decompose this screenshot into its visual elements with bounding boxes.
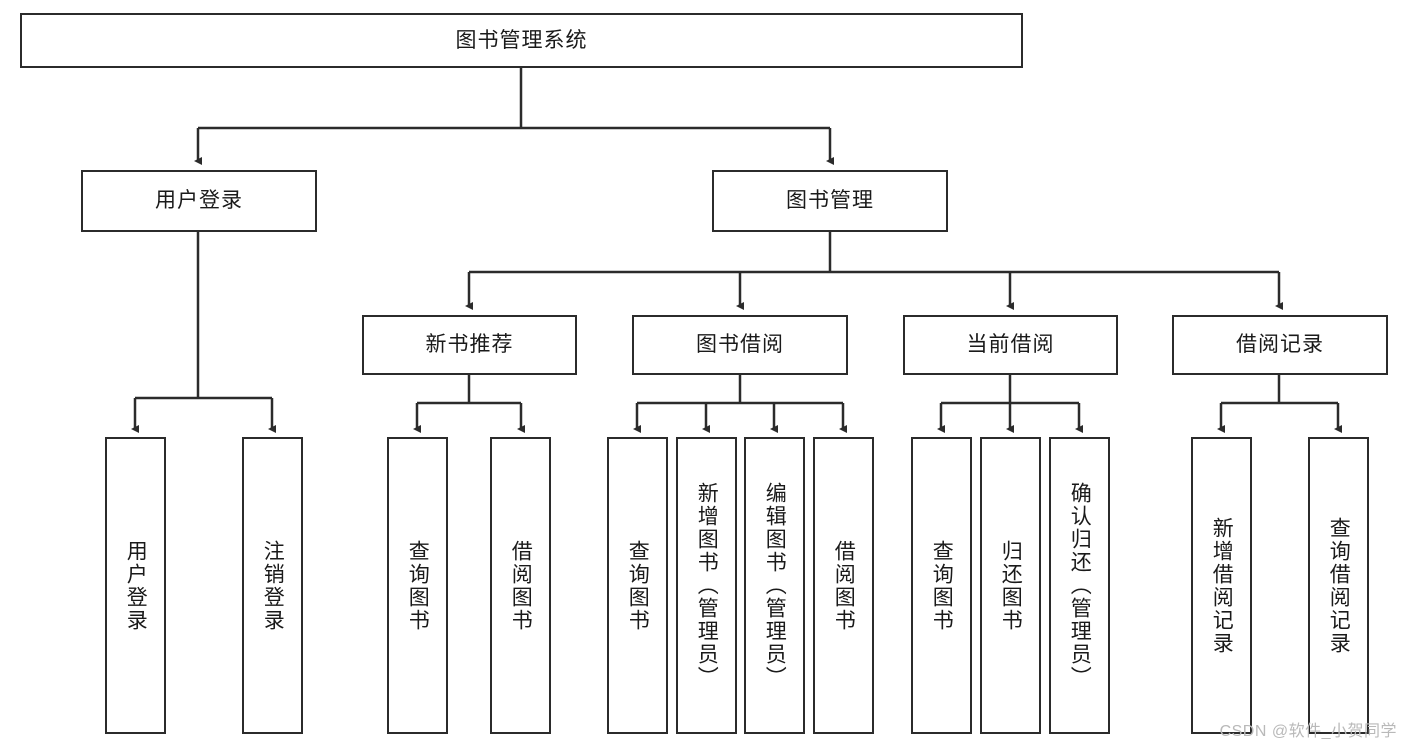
node-book-management-system[interactable]: 图书管理系统 bbox=[20, 13, 1023, 68]
node-leaf-add-record[interactable]: 新增借阅记录 bbox=[1191, 437, 1252, 734]
watermark: CSDN @软件_小贺同学 bbox=[1219, 723, 1397, 740]
node-leaf-query-book-2[interactable]: 查询图书 bbox=[607, 437, 668, 734]
node-leaf-borrow-book-1[interactable]: 借阅图书 bbox=[490, 437, 551, 734]
node-leaf-logout[interactable]: 注销登录 bbox=[242, 437, 303, 734]
node-label: 图书管理 bbox=[786, 189, 874, 213]
node-label: 借阅记录 bbox=[1236, 333, 1324, 357]
node-label: 借阅图书 bbox=[832, 539, 856, 632]
node-leaf-query-record[interactable]: 查询借阅记录 bbox=[1308, 437, 1369, 734]
node-current-borrow[interactable]: 当前借阅 bbox=[903, 315, 1118, 375]
node-label: 图书管理系统 bbox=[455, 28, 588, 52]
node-label: 查询图书 bbox=[626, 539, 650, 632]
node-label: 编辑图书（管理员） bbox=[763, 482, 787, 689]
node-label: 借阅图书 bbox=[509, 539, 533, 632]
node-book-manage[interactable]: 图书管理 bbox=[712, 170, 948, 232]
node-user-login[interactable]: 用户登录 bbox=[81, 170, 317, 232]
node-label: 新增图书（管理员） bbox=[695, 482, 719, 689]
node-leaf-borrow-book-2[interactable]: 借阅图书 bbox=[813, 437, 874, 734]
node-label: 当前借阅 bbox=[966, 333, 1055, 357]
node-label: 确认归还（管理员） bbox=[1068, 482, 1092, 689]
node-label: 图书借阅 bbox=[696, 333, 784, 357]
node-label: 查询图书 bbox=[930, 539, 954, 632]
node-label: 用户登录 bbox=[155, 189, 243, 213]
node-label: 查询借阅记录 bbox=[1327, 516, 1351, 655]
node-label: 查询图书 bbox=[406, 539, 430, 632]
node-leaf-edit-book[interactable]: 编辑图书（管理员） bbox=[744, 437, 805, 734]
node-leaf-confirm-return[interactable]: 确认归还（管理员） bbox=[1049, 437, 1110, 734]
node-label: 归还图书 bbox=[999, 539, 1023, 632]
node-leaf-query-book-3[interactable]: 查询图书 bbox=[911, 437, 972, 734]
node-leaf-return-book[interactable]: 归还图书 bbox=[980, 437, 1041, 734]
node-label: 用户登录 bbox=[124, 539, 148, 632]
node-borrow-record[interactable]: 借阅记录 bbox=[1172, 315, 1388, 375]
node-label: 新增借阅记录 bbox=[1210, 516, 1234, 655]
node-leaf-query-book-1[interactable]: 查询图书 bbox=[387, 437, 448, 734]
node-label: 新书推荐 bbox=[425, 333, 514, 357]
node-new-book-recommend[interactable]: 新书推荐 bbox=[362, 315, 577, 375]
node-leaf-user-login[interactable]: 用户登录 bbox=[105, 437, 166, 734]
node-label: 注销登录 bbox=[261, 539, 285, 632]
node-leaf-add-book[interactable]: 新增图书（管理员） bbox=[676, 437, 737, 734]
node-book-borrow[interactable]: 图书借阅 bbox=[632, 315, 848, 375]
